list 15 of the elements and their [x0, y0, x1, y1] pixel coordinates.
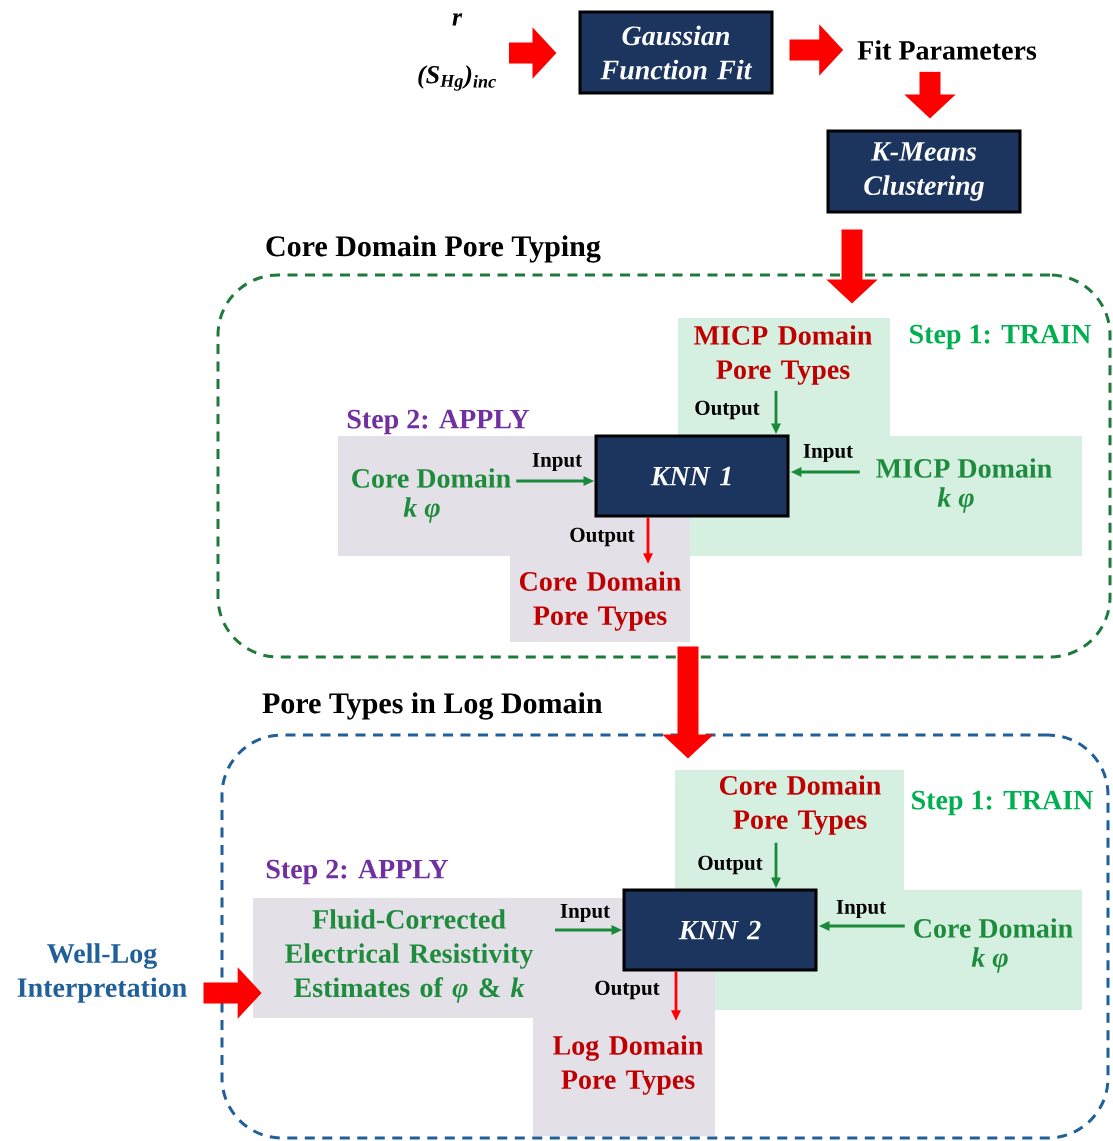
edge-label: Output [698, 855, 763, 875]
step-label: Step 2: APPLY [347, 409, 530, 435]
step-label: Step 1: TRAIN [910, 324, 1091, 350]
output-label: Fit Parameters [857, 40, 1037, 60]
edge-label: Input [803, 443, 853, 463]
source-label: Well-Log Interpretation [17, 943, 187, 1003]
node-label: Pore Types in Log Domain [262, 692, 603, 720]
node-label: Core Domain Pore Typing [266, 235, 601, 263]
process-box: K-Means Clustering [826, 129, 1022, 214]
edge-label: Input [836, 899, 886, 919]
input-label: r (S$_{Hg}$)$_{inc}$ [418, 13, 496, 91]
step-label: Step 2: APPLY [266, 859, 449, 885]
step-label: Step 1: TRAIN [912, 790, 1093, 816]
process-box: Gaussian Function Fit [578, 10, 774, 95]
edge-label: Output [695, 400, 760, 420]
